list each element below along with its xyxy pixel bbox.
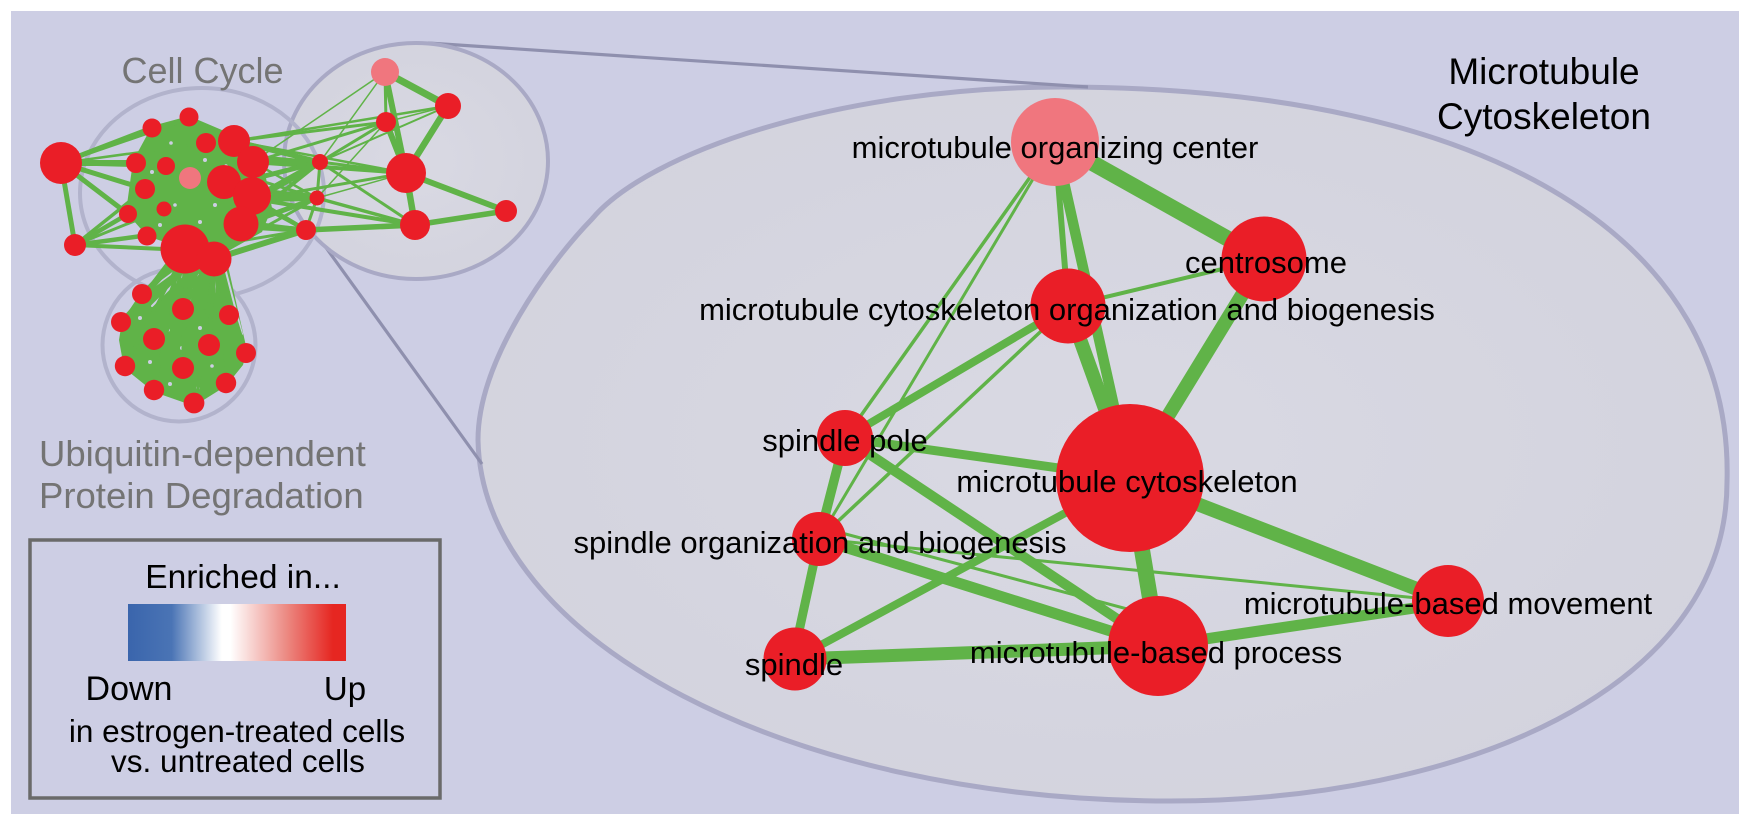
svg-text:microtubule cytoskeleton: microtubule cytoskeleton (956, 464, 1297, 499)
svg-text:spindle: spindle (745, 647, 843, 682)
svg-text:Up: Up (324, 670, 366, 707)
svg-text:Enriched in...: Enriched in... (145, 559, 341, 596)
svg-text:Cell Cycle: Cell Cycle (121, 50, 283, 91)
svg-text:Protein Degradation: Protein Degradation (39, 475, 364, 516)
svg-text:Cytoskeleton: Cytoskeleton (1437, 96, 1651, 137)
svg-text:vs. untreated cells: vs. untreated cells (111, 743, 365, 779)
svg-text:Down: Down (86, 670, 173, 708)
svg-text:microtubule cytoskeleton organ: microtubule cytoskeleton organization an… (699, 292, 1435, 327)
svg-text:in estrogen-treated cells: in estrogen-treated cells (69, 713, 405, 749)
svg-text:microtubule organizing center: microtubule organizing center (852, 130, 1259, 165)
svg-text:Microtubule: Microtubule (1448, 51, 1639, 92)
svg-text:microtubule-based process: microtubule-based process (970, 635, 1342, 670)
svg-text:Ubiquitin-dependent: Ubiquitin-dependent (39, 433, 366, 474)
svg-text:spindle organization and bioge: spindle organization and biogenesis (574, 525, 1067, 560)
svg-text:spindle pole: spindle pole (762, 423, 927, 458)
svg-text:microtubule-based movement: microtubule-based movement (1244, 586, 1653, 621)
svg-text:centrosome: centrosome (1185, 245, 1347, 280)
